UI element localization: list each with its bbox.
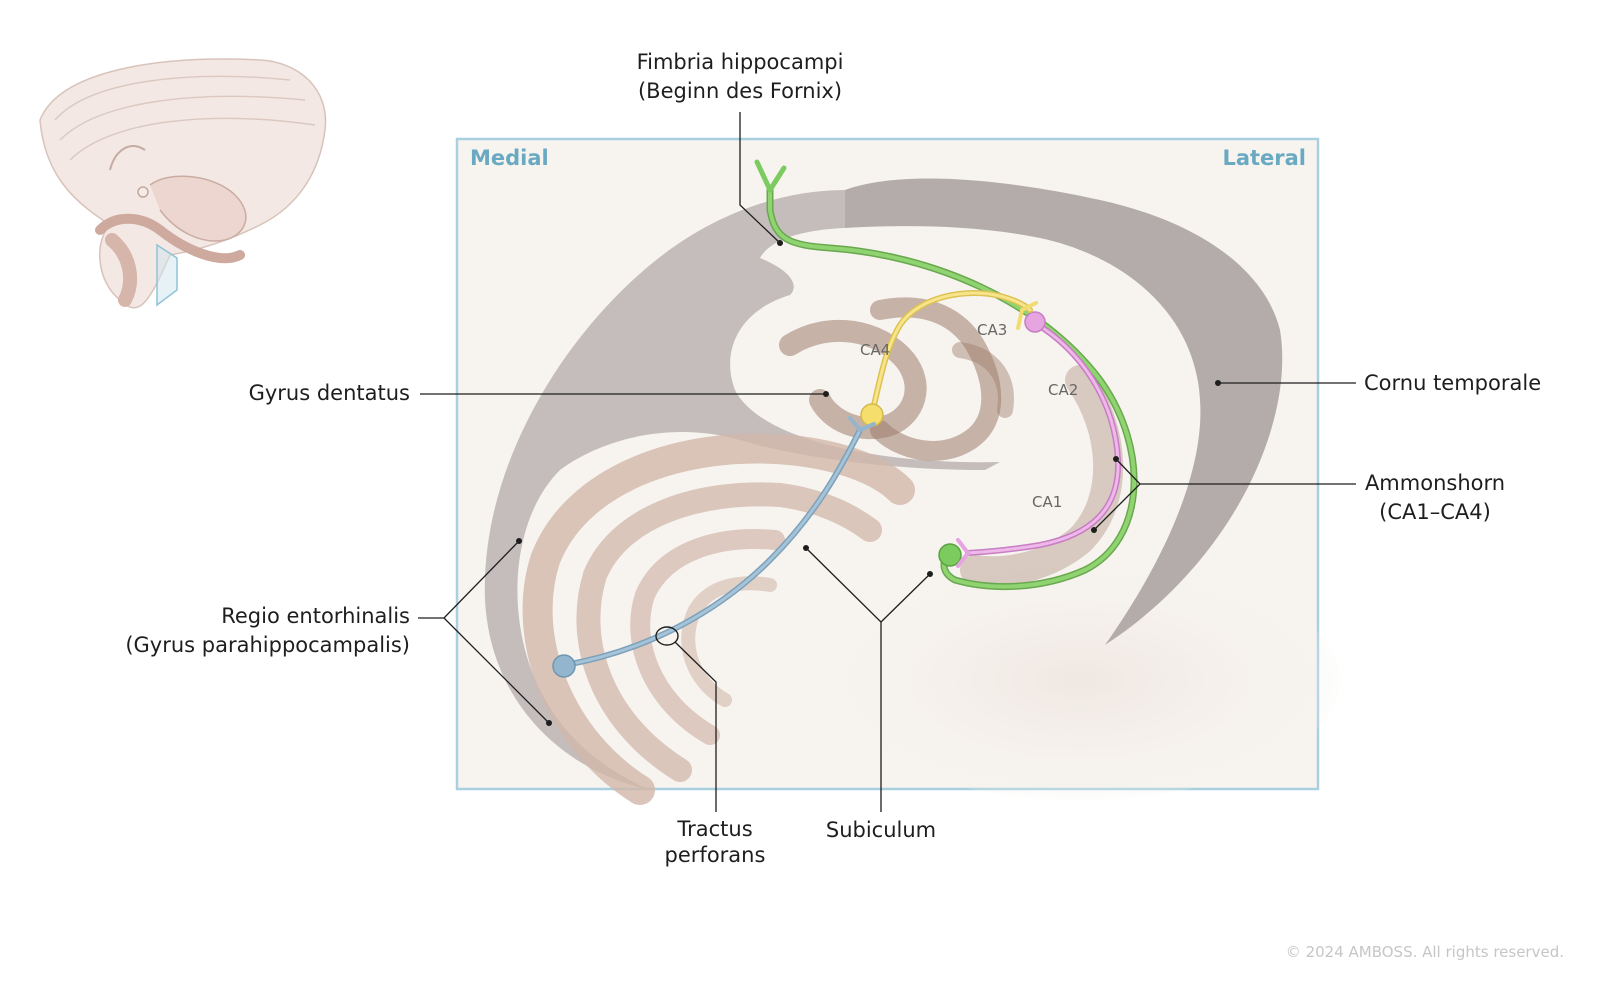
leader-dots	[516, 240, 1221, 726]
ammonshorn-label-line2: (CA1–CA4)	[1379, 500, 1491, 524]
ca3-label: CA3	[977, 321, 1008, 339]
leader-lines	[418, 112, 1356, 812]
tractus-perforans-label: Tractus perforans	[650, 816, 780, 868]
granular-band	[779, 297, 1124, 587]
yellow-pathway	[860, 289, 1038, 427]
green-pathway	[754, 159, 1138, 591]
copyright-notice: © 2024 AMBOSS. All rights reserved.	[1285, 943, 1564, 961]
ammonshorn-label: Ammonshorn (CA1–CA4)	[1360, 469, 1510, 527]
regio-label-line2: (Gyrus parahippocampalis)	[125, 633, 410, 657]
pink-pathway	[956, 311, 1122, 568]
lateral-label: Lateral	[1222, 146, 1306, 170]
gyrus-dentatus-label: Gyrus dentatus	[248, 381, 410, 405]
brain-thumbnail	[39, 58, 327, 309]
tractus-label-line1: Tractus	[677, 817, 753, 841]
fimbria-label-line1: Fimbria hippocampi	[636, 50, 844, 74]
medial-label: Medial	[470, 146, 549, 170]
ammonshorn-label-line1: Ammonshorn	[1364, 471, 1506, 495]
fimbria-label-line2: (Beginn des Fornix)	[637, 79, 843, 103]
subiculum-label: Subiculum	[825, 818, 937, 842]
tractus-label-line2: perforans	[664, 843, 766, 867]
ca4-label: CA4	[860, 341, 891, 359]
regio-entorhinalis-label: Regio entorhinalis (Gyrus parahippocampa…	[100, 602, 410, 660]
cornu-temporale-label: Cornu temporale	[1364, 371, 1542, 395]
blue-pathway	[552, 416, 876, 678]
white-matter-shell	[484, 190, 1000, 790]
fimbria-label: Fimbria hippocampi (Beginn des Fornix)	[620, 48, 860, 106]
ca2-label: CA2	[1048, 381, 1079, 399]
entorhinal-layers	[522, 433, 915, 805]
regio-label-line1: Regio entorhinalis	[221, 604, 410, 628]
ca1-label: CA1	[1032, 493, 1063, 511]
cornu-temporale-shape	[845, 178, 1283, 645]
